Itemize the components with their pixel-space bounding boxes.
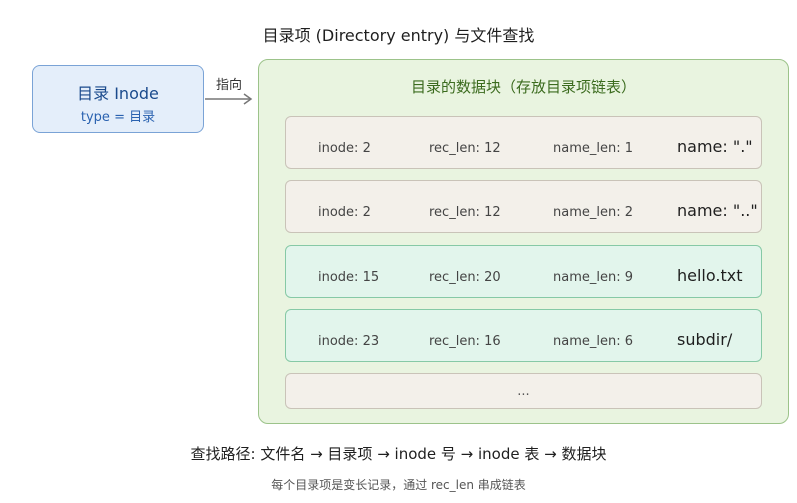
directory-inode-box: 目录 Inode type = 目录 bbox=[32, 65, 204, 133]
dir-entry-hello: inode: 15 rec_len: 20 name_len: 9 hello.… bbox=[285, 245, 762, 298]
entry-name: name: "." bbox=[677, 137, 753, 156]
entry-rec-len: rec_len: 12 bbox=[429, 205, 501, 220]
entry-name: hello.txt bbox=[677, 266, 743, 285]
entry-name: subdir/ bbox=[677, 330, 733, 349]
entry-inode: inode: 15 bbox=[318, 270, 380, 285]
entry-rec-len: rec_len: 20 bbox=[429, 270, 501, 285]
inode-name: 目录 Inode bbox=[77, 84, 159, 103]
entry-inode: inode: 2 bbox=[318, 141, 371, 156]
directory-data-block: 目录的数据块（存放目录项链表） inode: 2 rec_len: 12 nam… bbox=[258, 59, 789, 424]
diagram-title: 目录项 (Directory entry) 与文件查找 bbox=[262, 26, 535, 45]
entry-name-len: name_len: 6 bbox=[553, 334, 633, 349]
dir-entry-more: ... bbox=[285, 373, 762, 409]
entry-rec-len: rec_len: 12 bbox=[429, 141, 501, 156]
entry-inode: inode: 2 bbox=[318, 205, 371, 220]
dir-entry-subdir: inode: 23 rec_len: 16 name_len: 6 subdir… bbox=[285, 309, 762, 362]
footnote: 每个目录项是变长记录，通过 rec_len 串成链表 bbox=[271, 478, 526, 492]
data-block-title: 目录的数据块（存放目录项链表） bbox=[410, 78, 636, 96]
pointer-arrow-head bbox=[243, 93, 253, 105]
entry-name-len: name_len: 1 bbox=[553, 141, 633, 156]
entry-ellipsis: ... bbox=[517, 384, 530, 399]
dir-entry-dot: inode: 2 rec_len: 12 name_len: 1 name: "… bbox=[285, 116, 762, 169]
entry-name-len: name_len: 2 bbox=[553, 205, 633, 220]
dir-entry-dotdot: inode: 2 rec_len: 12 name_len: 2 name: "… bbox=[285, 180, 762, 233]
arrow-label: 指向 bbox=[216, 78, 243, 93]
entry-name-len: name_len: 9 bbox=[553, 270, 633, 285]
entry-name: name: ".." bbox=[677, 201, 758, 220]
entry-rec-len: rec_len: 16 bbox=[429, 334, 501, 349]
entry-inode: inode: 23 bbox=[318, 334, 380, 349]
lookup-path: 查找路径: 文件名 → 目录项 → inode 号 → inode 表 → 数据… bbox=[190, 445, 607, 463]
inode-type: type = 目录 bbox=[80, 110, 156, 125]
